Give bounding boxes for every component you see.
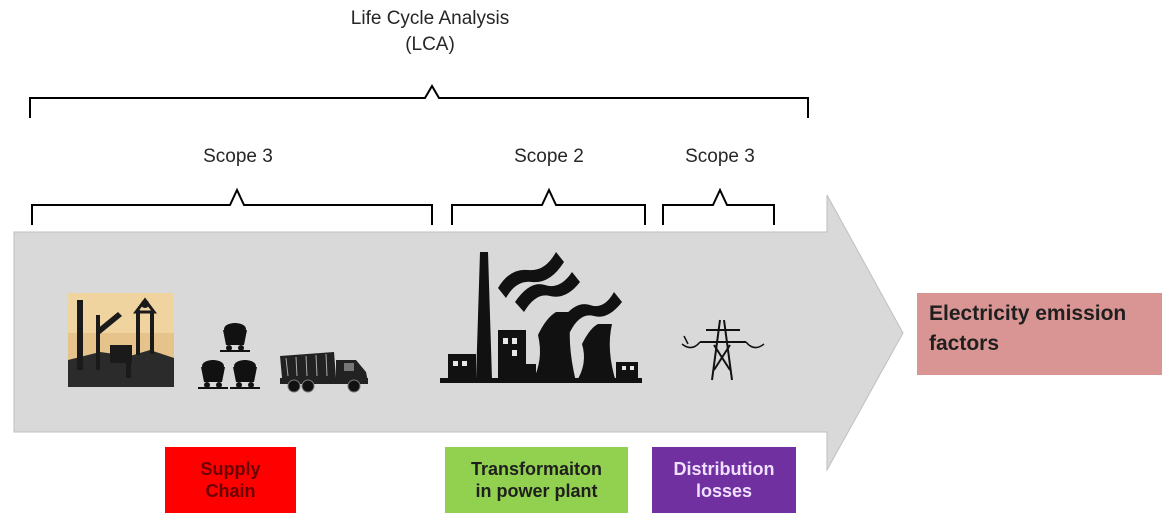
lca-title-line2: (LCA): [405, 34, 455, 55]
scope-brace-supply: [31, 187, 433, 225]
power-plant-icon: [440, 252, 642, 383]
lca-brace: [29, 84, 809, 118]
stage-supply-chain-line2: Chain: [205, 481, 256, 501]
stage-distribution-line1: Distribution: [673, 459, 775, 479]
stage-supply-chain-line1: Supply: [200, 459, 261, 479]
scope-brace-distribution: [662, 187, 775, 225]
transmission-tower-icon: [681, 319, 765, 381]
stage-power-plant-line1: Transformaiton: [470, 459, 603, 479]
stage-power-plant: Transformaiton in power plant: [445, 447, 628, 513]
scope-label-plant: Scope 2: [514, 146, 584, 167]
stage-distribution-line2: losses: [695, 481, 753, 501]
mine-headframe-icon: [68, 293, 174, 387]
lca-title-line1: Life Cycle Analysis: [350, 8, 510, 29]
output-emission-factors: Electricity emission factors: [917, 293, 1162, 375]
dump-truck-icon: [280, 352, 368, 393]
stage-supply-chain: Supply Chain: [165, 447, 296, 513]
output-line2: factors: [929, 332, 1000, 355]
scope-label-supply: Scope 3: [203, 146, 273, 167]
stage-power-plant-line2: in power plant: [475, 481, 598, 501]
scope-brace-plant: [451, 187, 646, 225]
lca-title: Life Cycle Analysis (LCA): [330, 6, 530, 58]
process-arrow: [13, 194, 904, 472]
coal-carts-icon: [198, 323, 260, 389]
stage-distribution-losses: Distribution losses: [652, 447, 796, 513]
output-line1: Electricity emission: [929, 302, 1127, 325]
scope-label-distribution: Scope 3: [685, 146, 755, 167]
